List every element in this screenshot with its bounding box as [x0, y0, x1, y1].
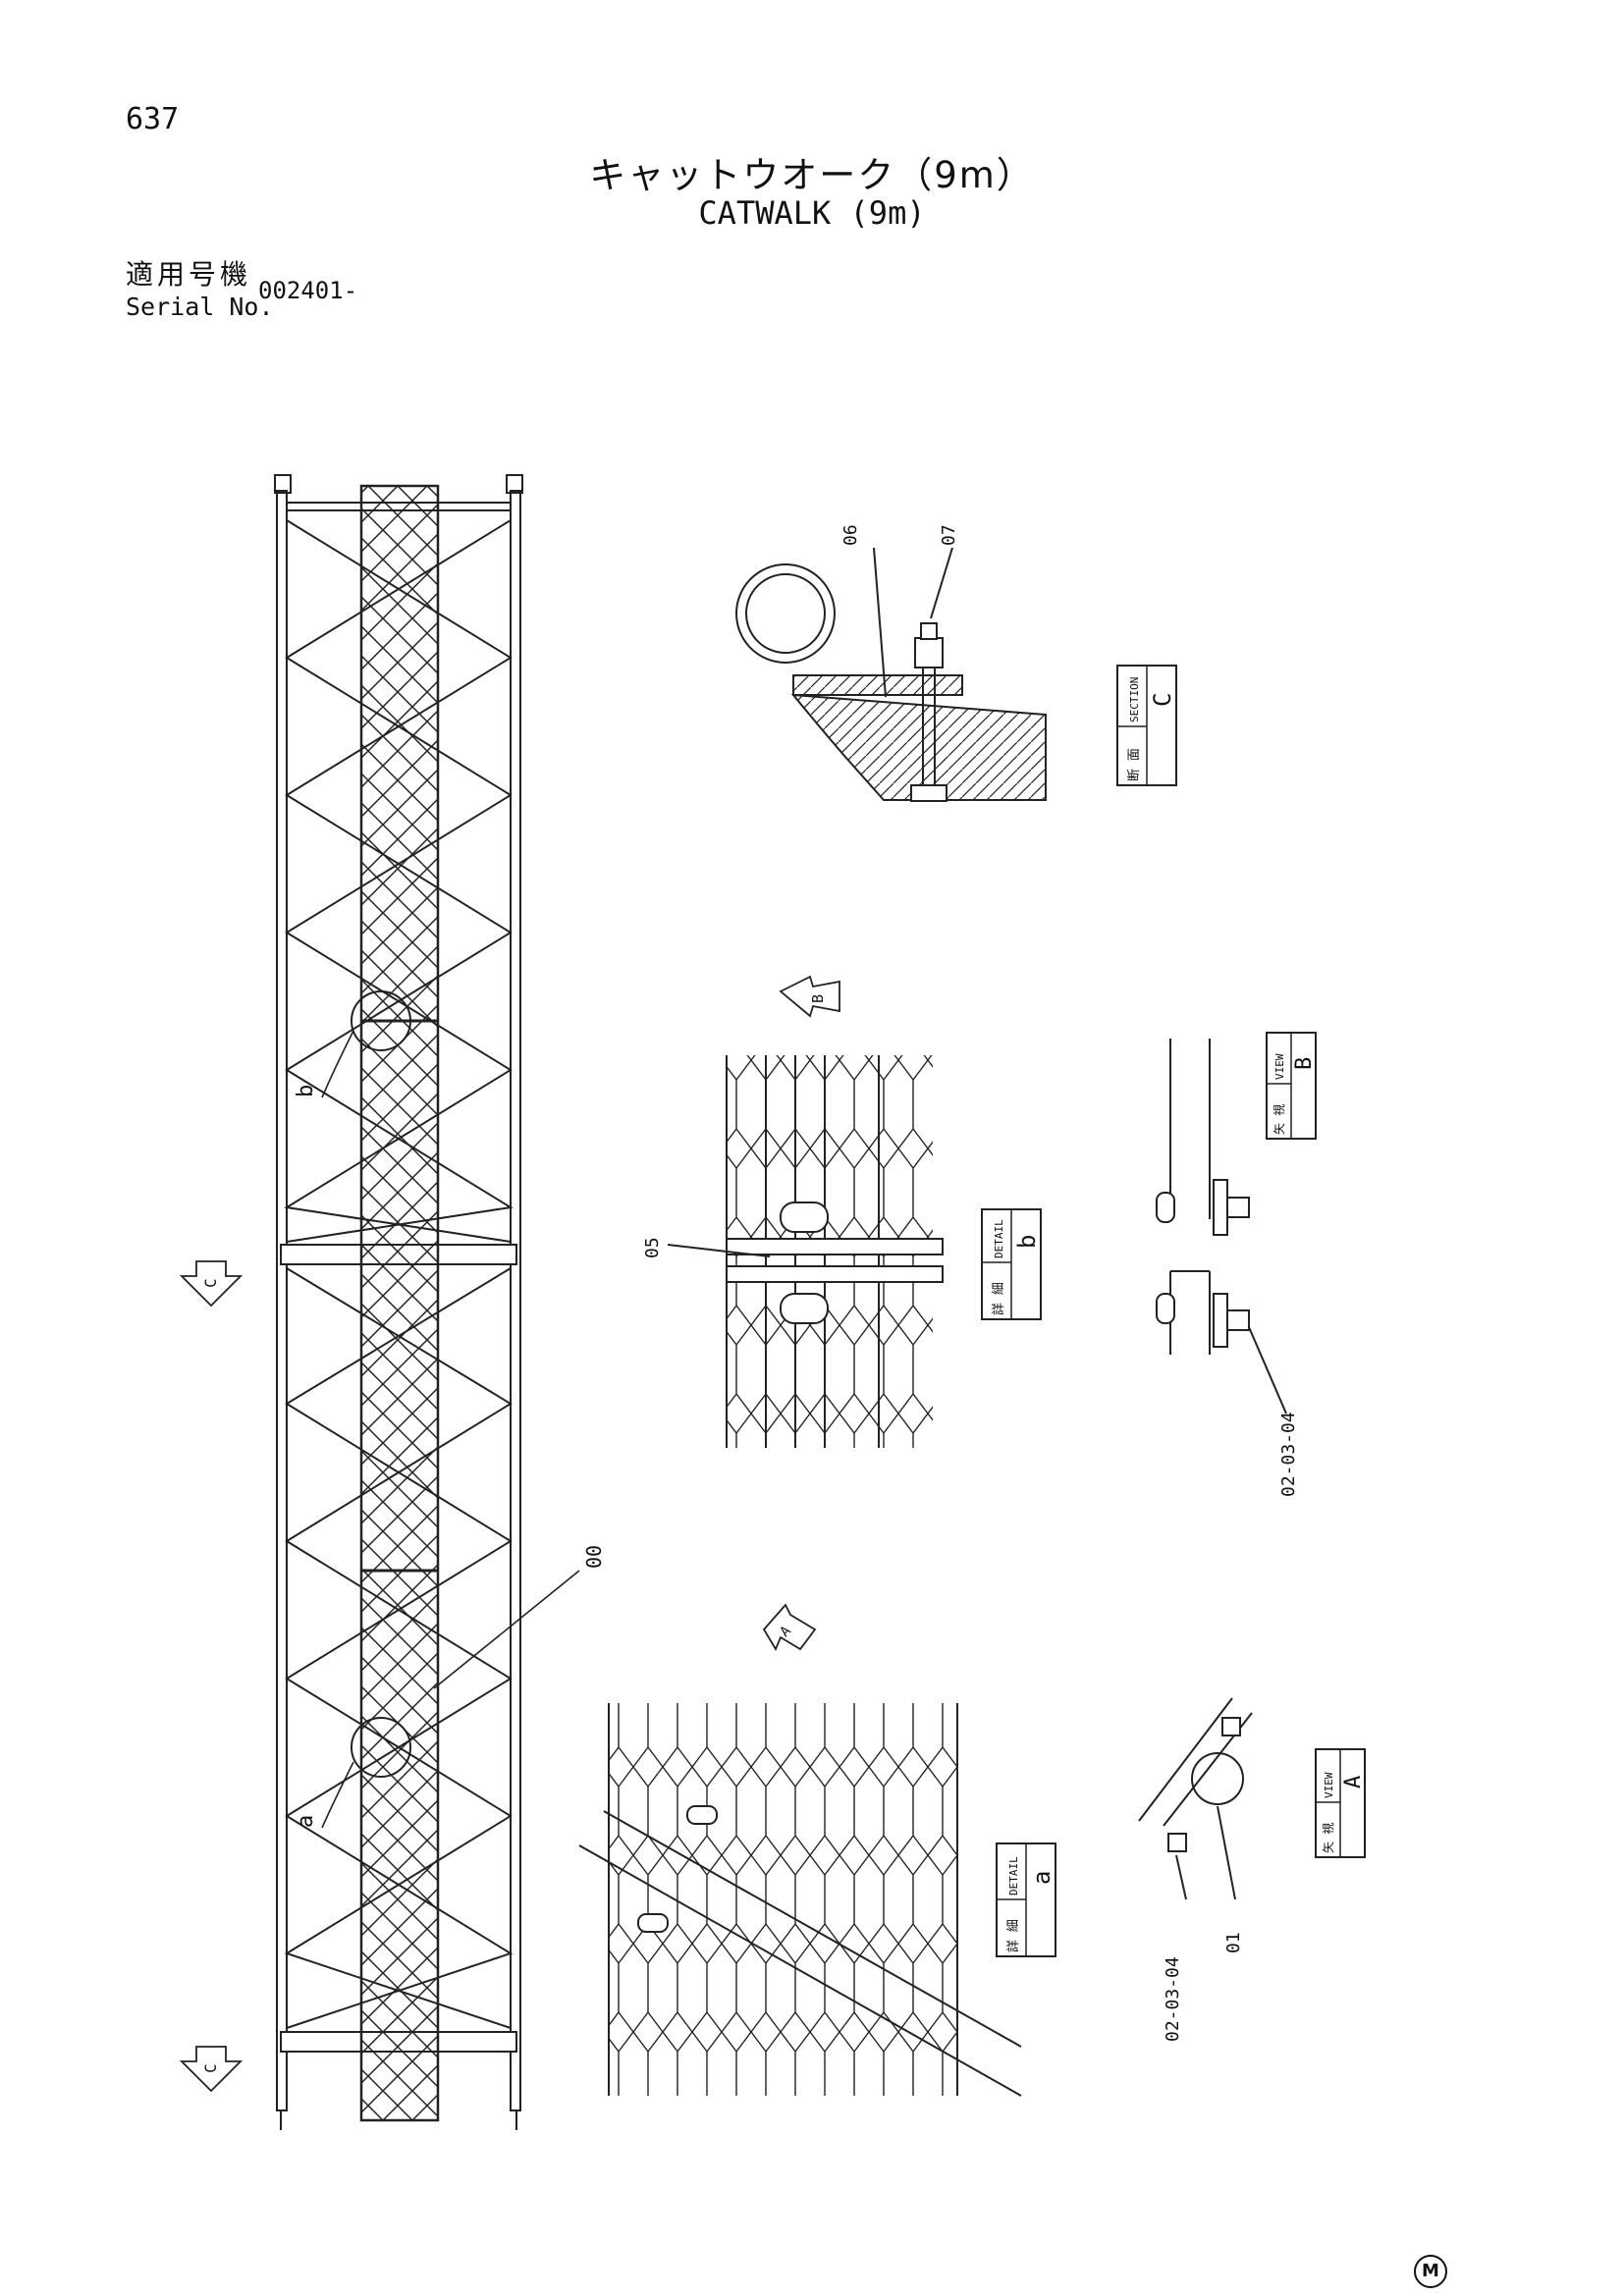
view-b-label-jp: 矢 視: [1272, 1104, 1286, 1135]
view-arrow-a: [762, 1603, 817, 1651]
callout-part-00: 00: [582, 1545, 606, 1569]
view-a-drawing: [1138, 1697, 1253, 1900]
callout-part-07: 07: [939, 524, 959, 546]
section-c-label-jp: 断 面: [1127, 748, 1142, 781]
callout-part-01: 01: [1223, 1932, 1244, 1953]
section-c-label-en: SECTION: [1128, 677, 1141, 722]
manufacturer-mark: M: [1414, 2255, 1447, 2288]
main-view-leaders: [321, 1030, 580, 1829]
detail-a-label-en: DETAIL: [1007, 1856, 1020, 1896]
detail-b-label-jp: 詳 細: [991, 1282, 1006, 1315]
callout-part-02-03-04-view-a: 02-03-04: [1163, 1956, 1183, 2042]
view-a-label-jp: 矢 視: [1321, 1823, 1335, 1853]
walkway-mesh-grating: [359, 484, 440, 2122]
callout-part-06: 06: [840, 524, 861, 546]
detail-a-drawing: [578, 1703, 1022, 2097]
detail-b-label: [981, 1208, 1042, 1320]
detail-b-label-en: DETAIL: [993, 1219, 1005, 1258]
title-english: CATWALK (9m): [698, 194, 926, 232]
view-a-label-letter: A: [1341, 1776, 1366, 1789]
page-number: 637: [126, 102, 180, 136]
callout-part-02-03-04-view-b: 02-03-04: [1278, 1412, 1299, 1497]
title-japanese: キャットウオーク（9m）: [589, 154, 1035, 196]
detail-a-label-letter: a: [1028, 1871, 1056, 1885]
serial-number-value: 002401-: [258, 277, 358, 304]
view-arrow-c-lower: [179, 2046, 244, 2093]
view-arrow-b: [779, 975, 840, 1018]
view-arrow-c-lower-label: C: [201, 2063, 220, 2073]
section-c-label: [1116, 665, 1177, 786]
detail-a-label-jp: 詳 細: [1005, 1919, 1021, 1952]
callout-detail-b-label: b: [294, 1085, 318, 1097]
mesh-clamps: [351, 990, 438, 1778]
view-b-drawing: [1156, 1039, 1287, 1415]
section-c-label-letter: C: [1149, 693, 1176, 707]
view-a-label-en: VIEW: [1323, 1772, 1335, 1798]
serial-label-english: Serial No.: [126, 293, 274, 321]
serial-label-japanese: 適用号機: [126, 258, 252, 291]
detail-a-label: [996, 1842, 1056, 1957]
view-arrow-b-label: B: [809, 994, 827, 1003]
section-c-drawing: [735, 547, 1047, 802]
detail-b-drawing: [667, 1055, 944, 1448]
callout-detail-a-label: a: [294, 1815, 318, 1828]
detail-a-mesh: [609, 1703, 957, 2096]
callout-part-05: 05: [642, 1237, 663, 1258]
view-b-label-en: VIEW: [1273, 1053, 1286, 1080]
view-arrow-c-upper-label: C: [201, 1278, 220, 1288]
view-arrow-c-upper: [179, 1260, 244, 1308]
detail-b-label-letter: b: [1013, 1235, 1041, 1249]
view-b-label: [1266, 1032, 1317, 1140]
view-a-label: [1315, 1748, 1366, 1858]
view-b-label-letter: B: [1292, 1057, 1317, 1070]
